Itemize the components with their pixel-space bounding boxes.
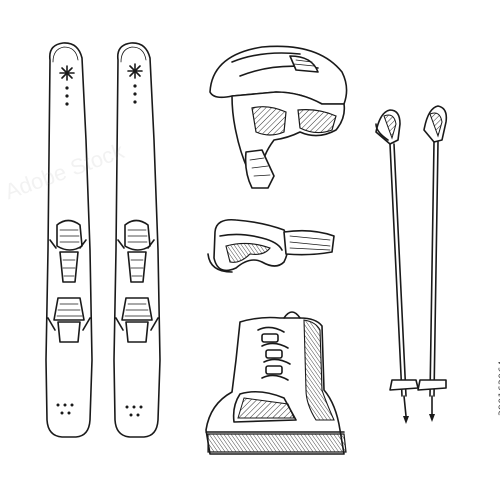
ski-goggles [207,218,335,273]
boot-buckle-icon [261,333,283,375]
ski-boot [205,311,347,455]
ski-pole-left [375,109,419,424]
ski-binding-rear [47,297,91,343]
ski-poles [375,105,448,424]
ski-star-icon [127,63,143,79]
ski-binding-rear [115,297,159,343]
ski-pole-right [417,105,448,422]
ski-star-icon [59,65,75,81]
ski-binding-front [117,219,155,283]
ski-binding-front [49,219,87,283]
left-ski [45,42,93,438]
ski-helmet [209,45,348,189]
right-ski [113,42,161,438]
